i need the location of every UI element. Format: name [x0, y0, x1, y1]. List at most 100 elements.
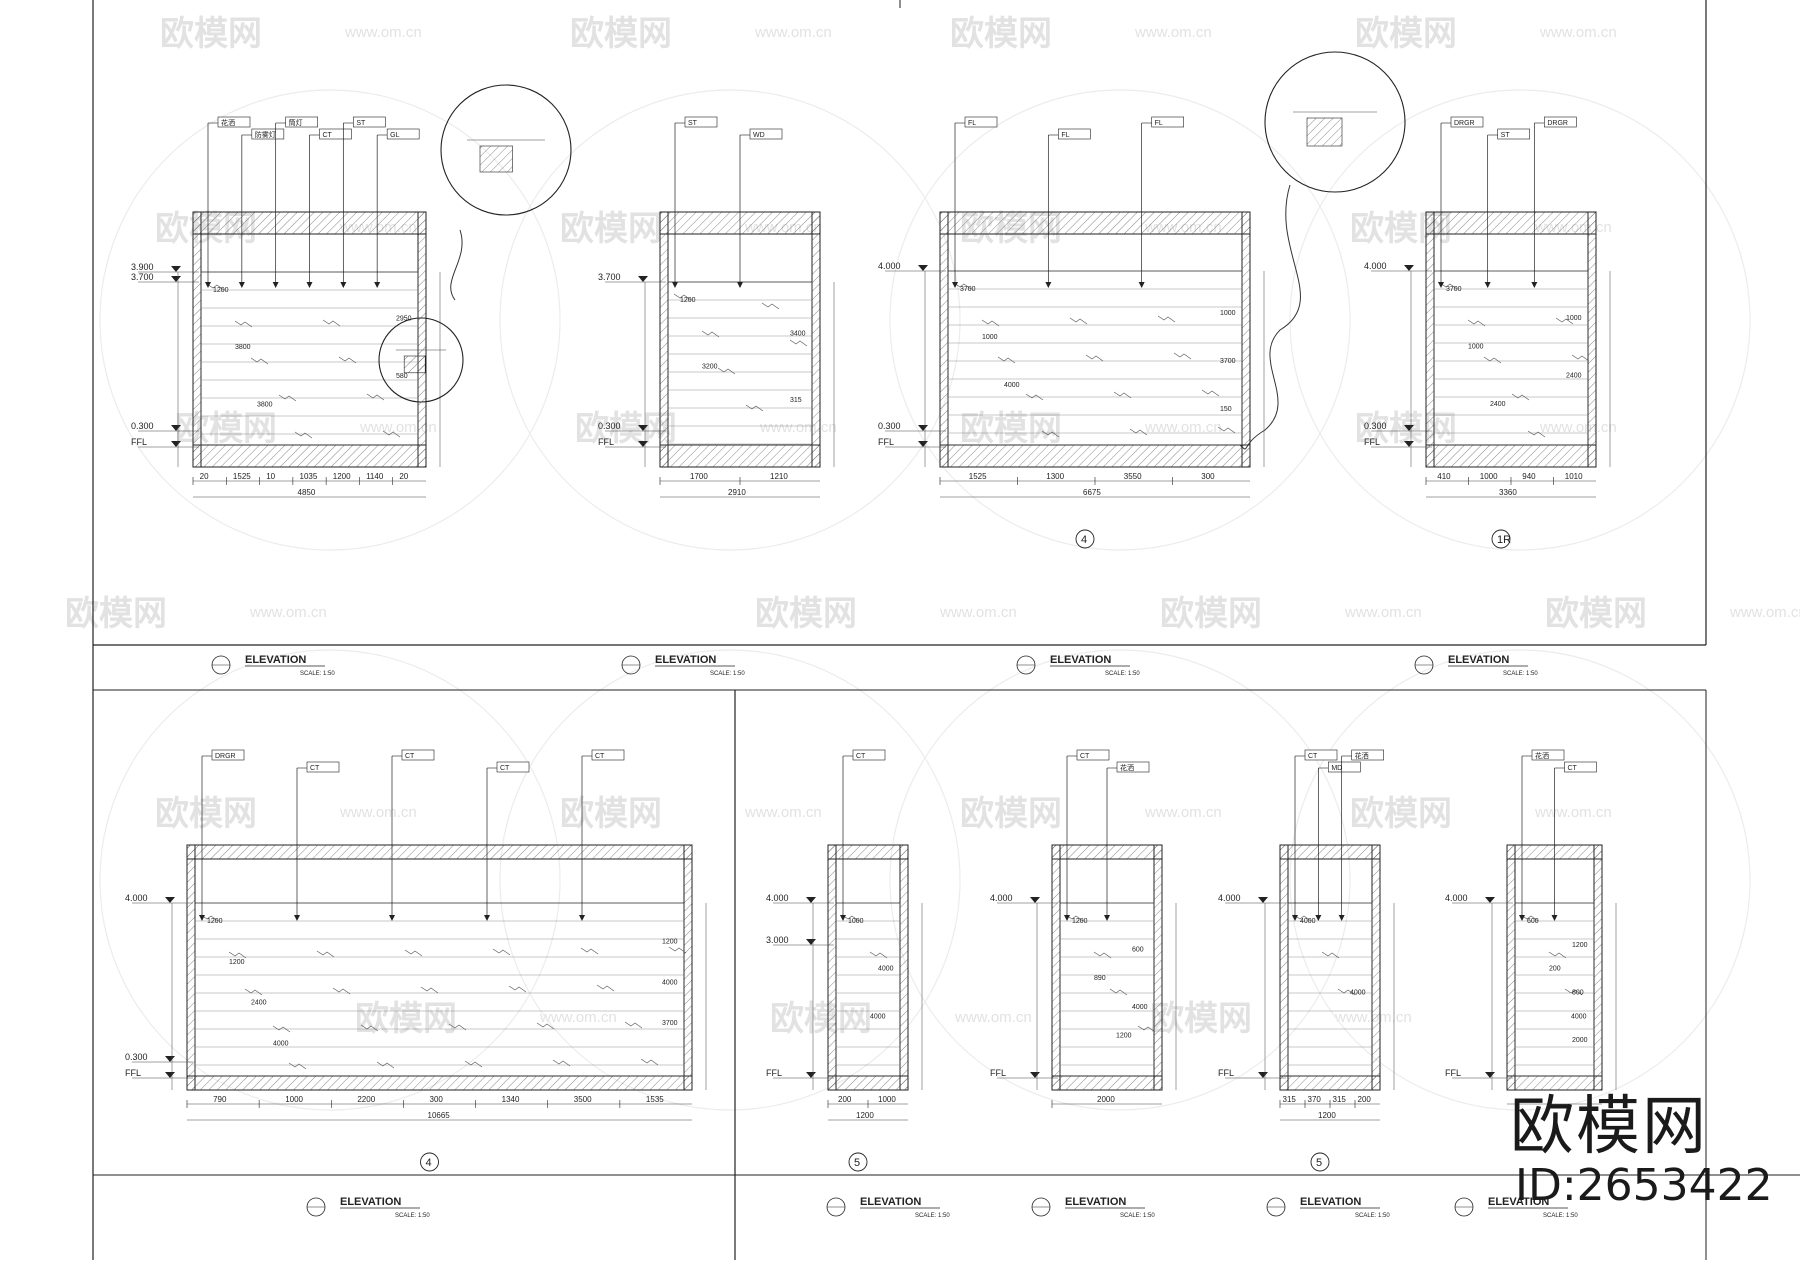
- total-dimension-label: 1200: [1318, 1111, 1336, 1120]
- watermark-arc: [499, 649, 961, 1111]
- inner-dimension-label: 3700: [960, 286, 976, 293]
- level-marker: [638, 276, 648, 282]
- marble-vein: [953, 282, 972, 290]
- level-marker: [806, 939, 816, 945]
- level-marker: [1030, 897, 1040, 903]
- callout-tag: [1328, 761, 1361, 773]
- watermark-text: 欧模网: [770, 1000, 872, 1038]
- callout-label: 花洒: [1120, 763, 1134, 772]
- right-wall: [1371, 844, 1381, 1091]
- wall-finish-zone: [835, 902, 901, 1077]
- callout-arrow: [306, 282, 313, 288]
- left-wall: [186, 844, 196, 1091]
- marble-vein: [1069, 317, 1088, 325]
- level-label: FFL: [1445, 1068, 1461, 1078]
- marble-vein: [1321, 951, 1340, 959]
- inner-dimension-label: 1000: [848, 918, 864, 925]
- callout-arrow: [840, 915, 846, 921]
- left-wall: [1506, 844, 1516, 1091]
- inner-dimension-label: 2000: [1572, 1037, 1588, 1044]
- watermark-text: 欧模网: [560, 210, 662, 248]
- section-marker-bubble: [420, 1152, 439, 1172]
- section-marker-bubble: [848, 1152, 868, 1172]
- bottom-dimension-label: 10: [266, 472, 275, 481]
- callout-label: CT: [595, 753, 605, 760]
- level-label: 4.000: [125, 893, 148, 903]
- total-dimension-label: 6675: [1083, 488, 1101, 497]
- level-label: 3.900: [131, 262, 154, 272]
- callout-arrow: [1531, 282, 1538, 288]
- watermark-url: www.om.cn: [1539, 419, 1617, 436]
- inner-dimension-label: 3700: [1446, 286, 1462, 293]
- callout-tag: [1450, 116, 1484, 128]
- bottom-dimension-label: 1535: [646, 1095, 664, 1104]
- inner-dimension-label: 150: [1220, 406, 1232, 413]
- callout-tag: [1544, 116, 1577, 128]
- elevation-title: ELEVATION: [1300, 1196, 1361, 1208]
- left-wall: [1279, 844, 1289, 1091]
- right-wall: [683, 844, 693, 1091]
- callout-tag: [319, 128, 352, 140]
- left-wall: [659, 211, 669, 468]
- level-marker: [1030, 1072, 1040, 1078]
- marble-vein: [981, 319, 1000, 327]
- callout-tag: [749, 128, 783, 140]
- floor-slab: [659, 444, 821, 468]
- bottom-dimension-label: 790: [213, 1095, 227, 1104]
- inner-dimension-label: 4000: [273, 1041, 289, 1048]
- callout-arrow: [952, 282, 958, 288]
- watermark-arc: [1289, 89, 1751, 551]
- watermark-text: 欧模网: [1350, 795, 1452, 833]
- level-marker: [165, 1056, 175, 1062]
- level-label: FFL: [1364, 437, 1380, 447]
- callout-arrow: [1315, 915, 1322, 921]
- section-marker-label: 5: [1316, 1157, 1322, 1169]
- marble-vein: [420, 986, 439, 994]
- inner-dimension-label: 1000: [1468, 344, 1484, 351]
- inner-dimension-label: 1200: [1072, 918, 1088, 925]
- marble-vein: [360, 1024, 379, 1032]
- bottom-dimension-label: 1140: [366, 472, 384, 481]
- marble-vein: [580, 947, 599, 955]
- level-marker: [171, 266, 181, 272]
- elevation-scale: SCALE: 1:50: [915, 1213, 950, 1219]
- detail-callout: [1264, 51, 1406, 193]
- level-marker: [171, 276, 181, 282]
- inner-dimension-label: 1200: [1116, 1032, 1132, 1039]
- marble-vein: [673, 293, 692, 301]
- callout-arrow: [672, 282, 678, 288]
- callout-arrow: [389, 915, 395, 921]
- callout-tag: [285, 116, 318, 128]
- section-marker-label: 4: [1081, 534, 1087, 546]
- level-label: 3.700: [598, 272, 621, 282]
- marble-vein: [322, 319, 341, 327]
- marble-vein: [997, 356, 1016, 364]
- elevation-panel-4: 4.0000.300FFL37001000100024002400DRGRSTD…: [1364, 116, 1611, 549]
- watermark-url: www.om.cn: [1144, 804, 1222, 821]
- marble-vein: [1201, 389, 1220, 397]
- callout-tag: [1116, 761, 1150, 773]
- marble-vein: [1129, 428, 1148, 436]
- callout-arrow: [579, 915, 585, 921]
- level-marker: [1258, 1072, 1268, 1078]
- level-label: 4.000: [1364, 261, 1387, 271]
- callout-arrow: [1064, 915, 1070, 921]
- section-marker-label: 1R: [1497, 534, 1511, 546]
- callout-tag: [306, 761, 340, 773]
- bottom-dimension-label: 300: [1201, 472, 1215, 481]
- marble-vein: [316, 950, 335, 958]
- elevation-title: ELEVATION: [340, 1196, 401, 1208]
- bottom-dimension-label: 370: [1308, 1095, 1322, 1104]
- inner-dimension-label: 800: [1572, 990, 1584, 997]
- bottom-dimension-label: 1340: [502, 1095, 520, 1104]
- bottom-dimension-label: 410: [1437, 472, 1451, 481]
- marble-vein: [1511, 393, 1530, 401]
- bottom-dimension-label: 1300: [1046, 472, 1064, 481]
